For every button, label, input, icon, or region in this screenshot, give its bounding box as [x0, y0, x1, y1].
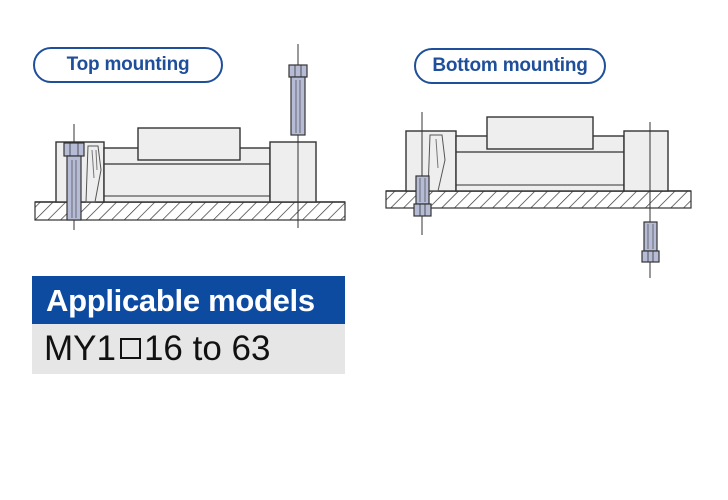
- bottom-mounting-diagram: [385, 112, 692, 278]
- model-prefix: MY1: [44, 329, 116, 368]
- bottom-base-plate: [385, 190, 692, 209]
- bottom-slide-table: [486, 116, 594, 150]
- bottom-mounting-text: Bottom mounting: [432, 55, 588, 76]
- top-slide-table: [137, 127, 241, 161]
- bottom-left-end-block: [405, 130, 457, 192]
- top-mounting-label: Top mounting: [33, 47, 223, 83]
- top-right-bolt: [288, 64, 308, 136]
- applicable-models-value: MY1 16 to 63: [32, 324, 345, 374]
- square-placeholder-icon: [119, 337, 141, 359]
- top-mounting-diagram: [34, 44, 346, 230]
- top-mounting-text: Top mounting: [66, 54, 190, 75]
- bottom-right-bolt: [641, 221, 660, 263]
- bottom-left-bolt: [413, 175, 432, 217]
- top-left-bolt: [63, 142, 85, 221]
- applicable-models-heading: Applicable models: [32, 276, 345, 324]
- bottom-right-end-block: [623, 130, 669, 192]
- top-right-end-block: [269, 141, 317, 203]
- bottom-mounting-label: Bottom mounting: [414, 48, 606, 84]
- applicable-models-panel: Applicable models MY1 16 to 63: [32, 276, 345, 374]
- model-range: 16 to 63: [143, 329, 271, 368]
